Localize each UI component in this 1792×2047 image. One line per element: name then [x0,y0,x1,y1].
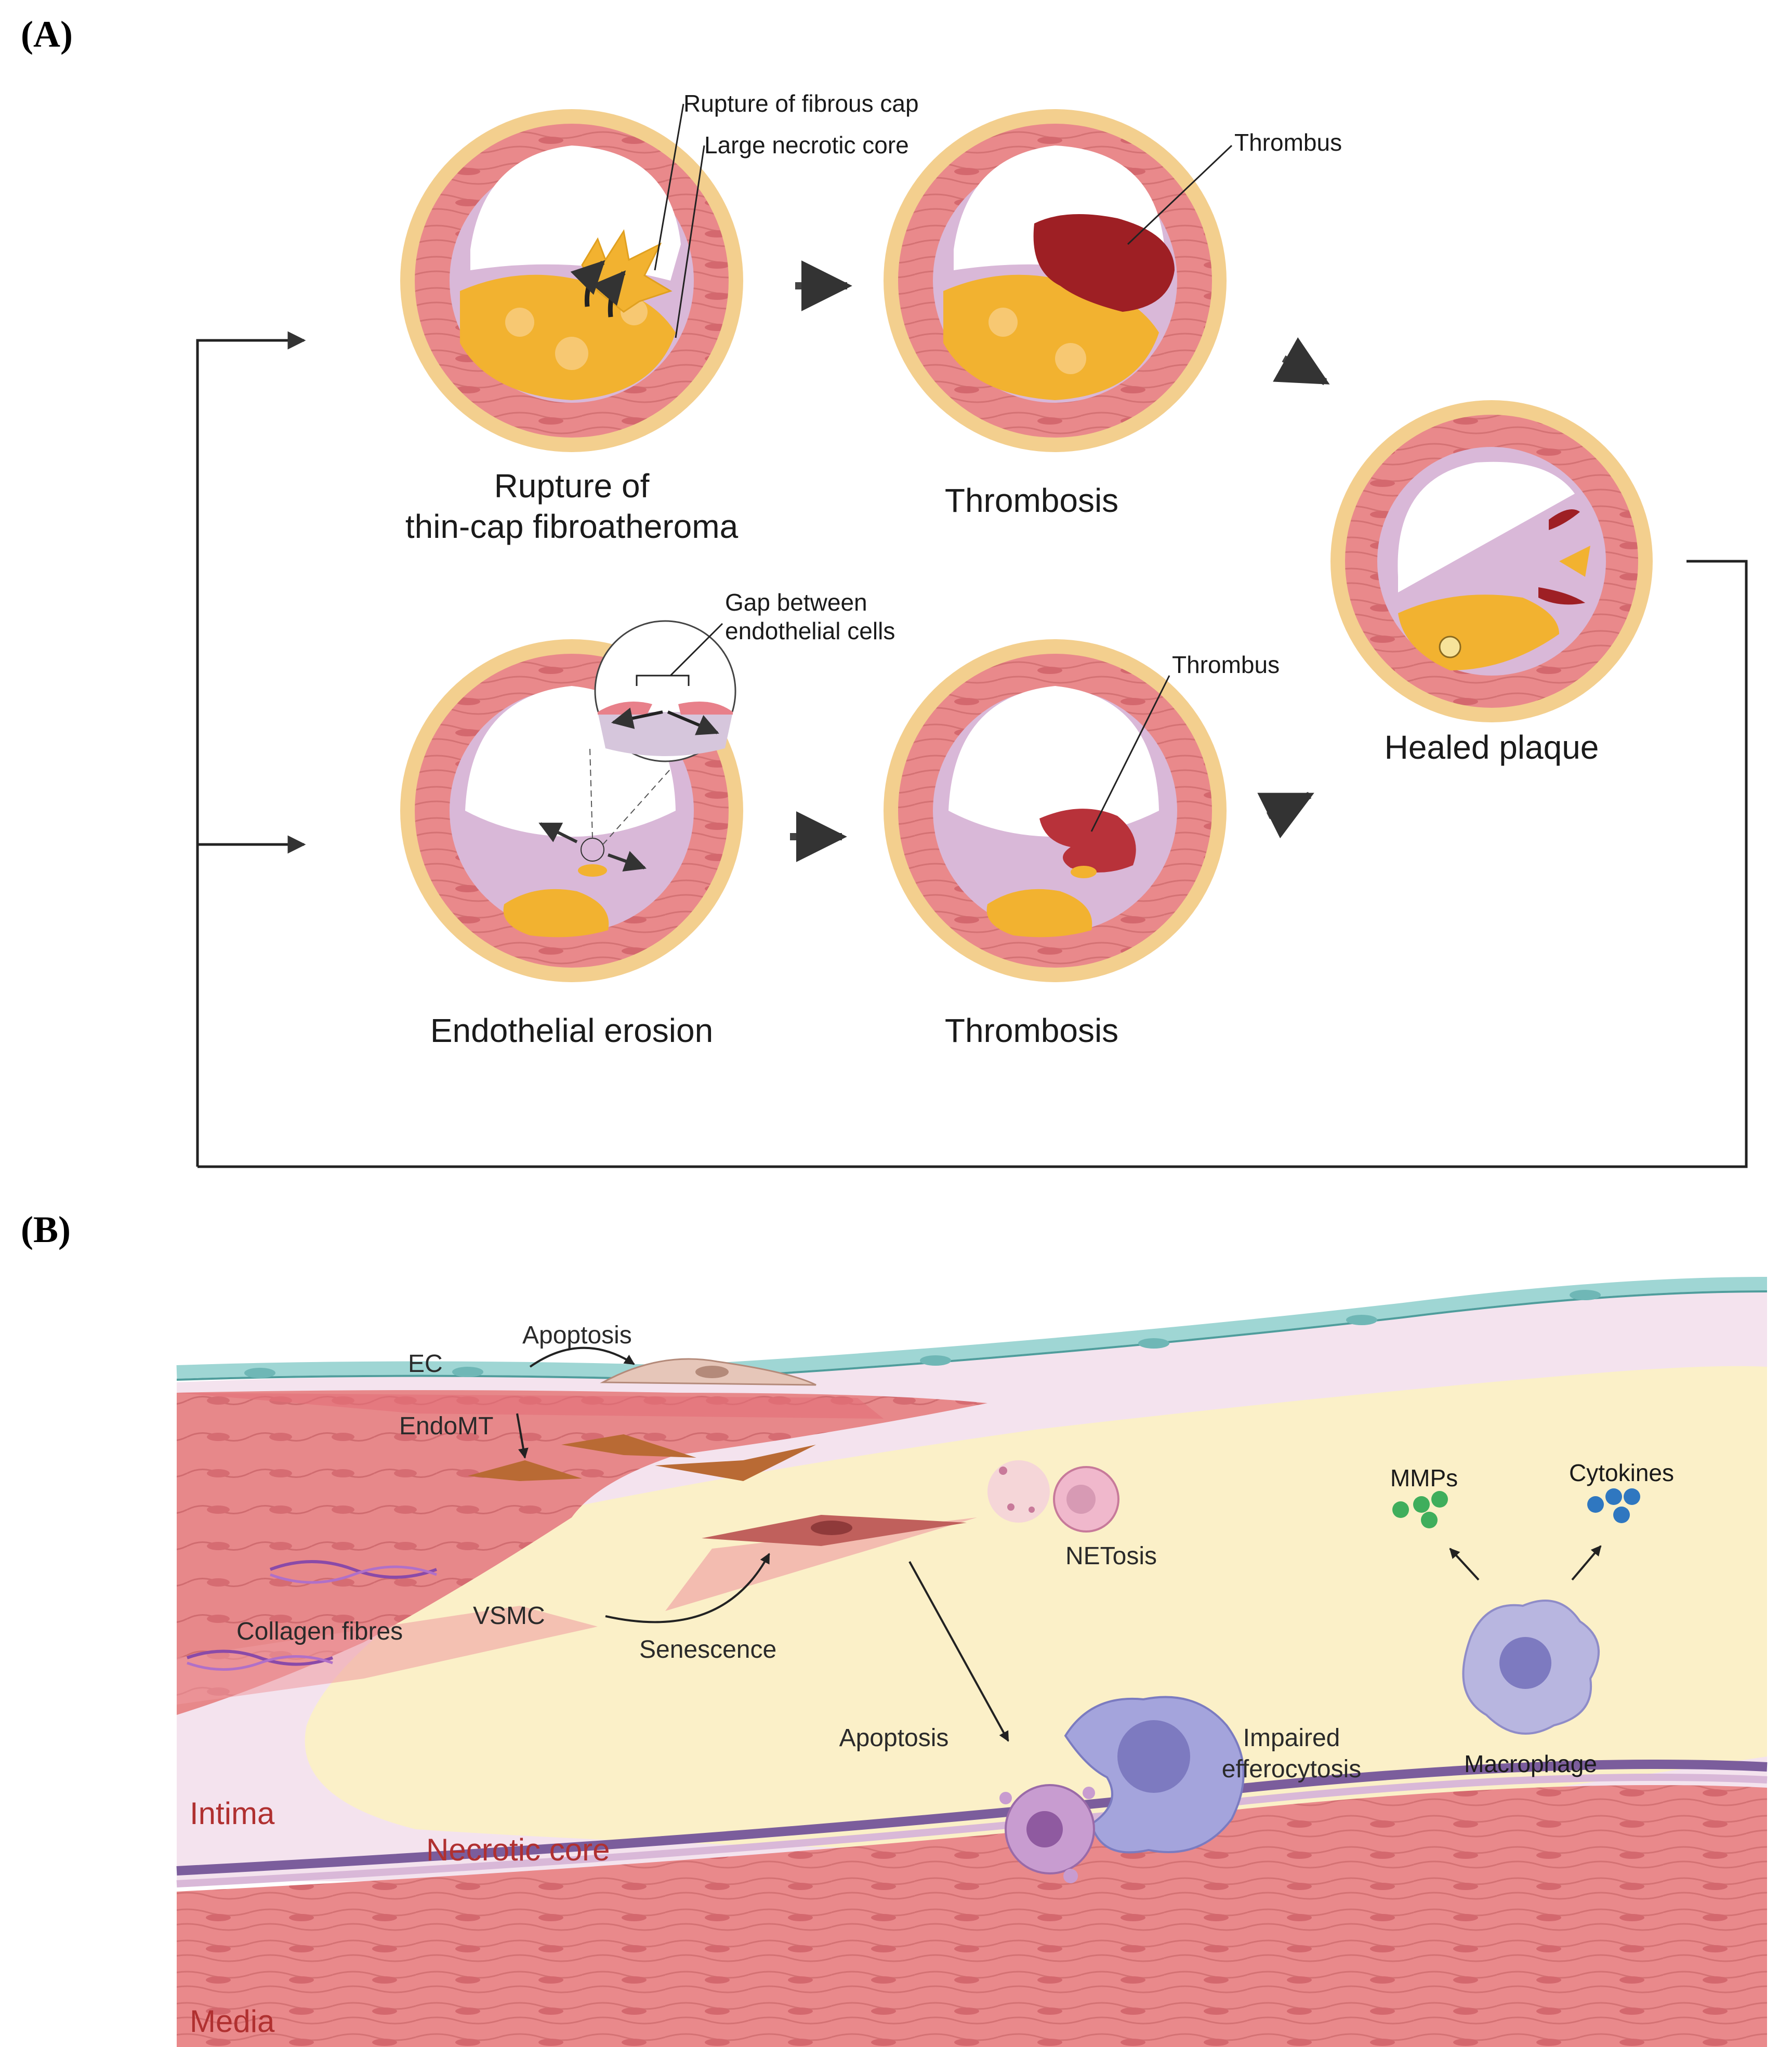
panel-b-label: (B) [21,1209,71,1250]
caption-healed-plaque: Healed plaque [1385,729,1599,766]
panel-a-label: (A) [21,14,73,55]
leader-gap-endothelial [669,623,723,677]
leader-thrombus-top [1127,144,1233,245]
label-media: Media [190,2004,275,2039]
caption-rupture-line2: thin-cap fibroatheroma [405,508,739,545]
vessel-healed [1330,400,1653,722]
label-impaired-line2: efferocytosis [1222,1755,1362,1783]
label-ec: EC [408,1350,443,1378]
vessel-thrombosis-top [884,109,1227,452]
vessel-rupture [400,109,743,452]
label-vsmc: VSMC [473,1602,545,1630]
arrow-thrombosis-top-to-healed [1273,337,1330,386]
label-senescence: Senescence [639,1636,776,1663]
arrow-thrombosis-bottom-to-healed [1257,791,1314,839]
label-rupture-fibrous-cap: Rupture of fibrous cap [683,90,919,117]
label-apoptosis-top: Apoptosis [522,1322,632,1349]
caption-rupture-line1: Rupture of [494,467,650,505]
vessel-thrombosis-bottom [884,639,1227,982]
label-impaired-line1: Impaired [1243,1724,1340,1752]
leader-thrombus-bottom [1090,675,1170,832]
leader-rupture-cap [654,103,684,271]
caption-thrombosis-top: Thrombosis [945,482,1118,519]
label-necrotic-core: Necrotic core [426,1832,610,1867]
label-gap-line2: endothelial cells [725,617,895,644]
caption-thrombosis-bottom: Thrombosis [945,1012,1118,1049]
label-mmps: MMPs [1390,1464,1458,1491]
plaque-cross-section [176,1277,1768,2047]
pathway-connector [196,331,1748,1168]
caption-endothelial-erosion: Endothelial erosion [430,1012,713,1049]
label-large-necrotic-core: Large necrotic core [704,131,909,159]
label-cytokines: Cytokines [1569,1459,1674,1486]
label-intima: Intima [190,1796,275,1831]
label-gap-line1: Gap between [725,589,867,616]
label-collagen-fibres: Collagen fibres [236,1618,403,1645]
label-thrombus-top: Thrombus [1234,129,1342,156]
label-apoptosis-mid: Apoptosis [839,1724,949,1752]
label-endomt: EndoMT [399,1412,493,1440]
leader-necrotic-core [675,145,705,338]
label-macrophage: Macrophage [1464,1750,1597,1777]
label-netosis: NETosis [1065,1542,1157,1570]
panel-b-arrows [516,1346,1602,1742]
label-thrombus-bottom: Thrombus [1172,651,1280,678]
vessel-erosion [400,620,743,982]
